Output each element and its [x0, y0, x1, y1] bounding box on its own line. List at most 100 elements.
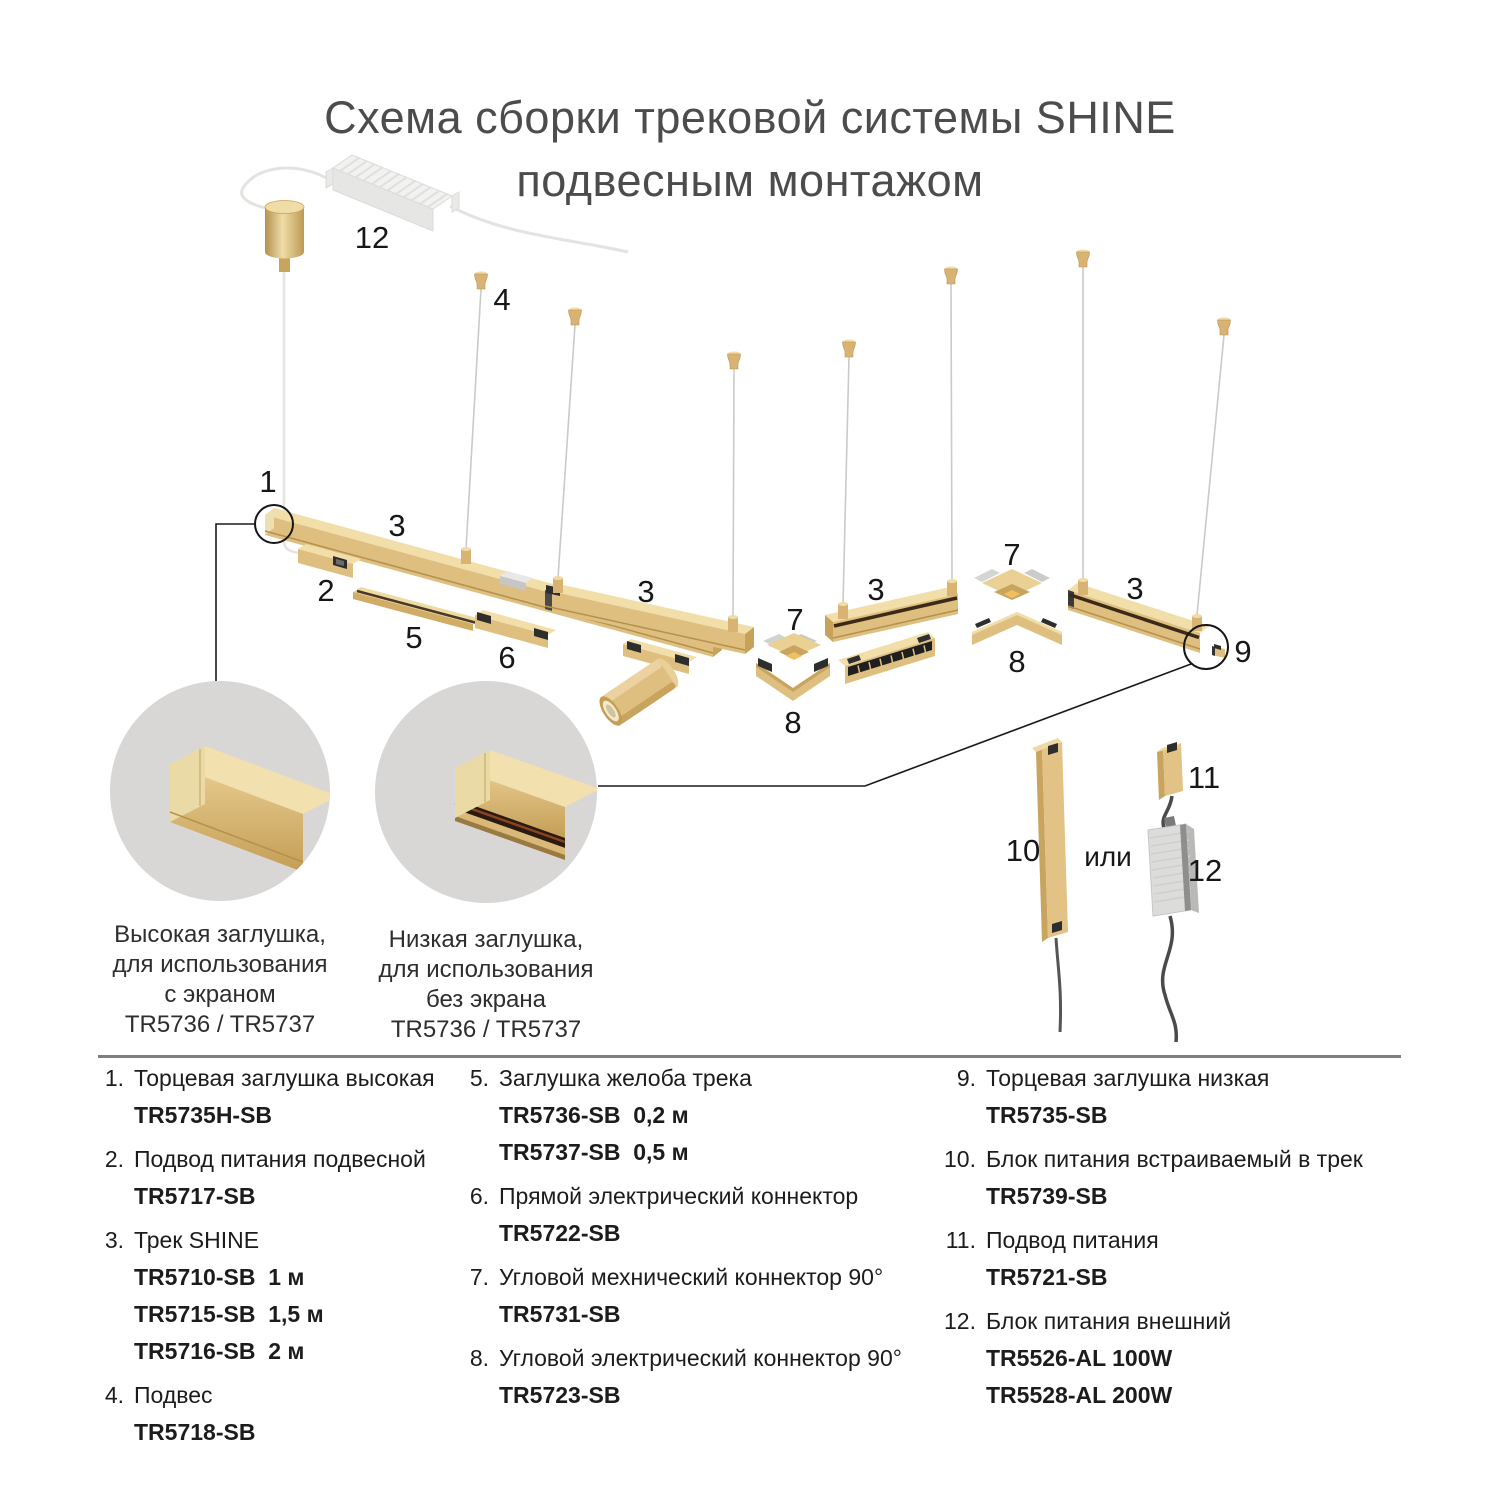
legend-item-code: TR5736-SB 0,2 м [499, 1102, 689, 1128]
caption-line: TR5736 / TR5737 [124, 1011, 316, 1038]
legend-item-label: Прямой электрический коннектор [499, 1183, 859, 1209]
part-label-3: 3 [867, 572, 884, 607]
legend-item-number: 1. [104, 1065, 124, 1091]
legend-item: 2. Подвод питания подвесной TR5717-SB [90, 1141, 460, 1215]
in-track-psu [1032, 738, 1068, 1033]
part-label-1: 1 [259, 464, 276, 499]
legend-item-code: TR5715-SB 1,5 м [134, 1301, 324, 1327]
high-cap-caption: Высокая заглушка, для использования с эк… [90, 920, 350, 1040]
part-label-5: 5 [405, 620, 422, 655]
legend-item-code: TR5526-AL 100W [986, 1345, 1173, 1371]
legend-item-label: Блок питания внешний [986, 1308, 1232, 1334]
leader-line-9 [598, 663, 1192, 787]
legend-item-number: 2. [104, 1146, 124, 1172]
caption-line: с экраном [164, 981, 276, 1008]
legend-item-code: TR5735-SB [986, 1102, 1108, 1128]
legend-item-number: 8. [469, 1345, 489, 1371]
legend-column-3: 9. Торцевая заглушка низкая TR5735-SB 10… [930, 1060, 1410, 1421]
legend-item-label: Угловой мехнический коннектор 90° [499, 1264, 884, 1290]
detail-circle-low-cap [375, 681, 597, 903]
external-psu-bottom [1147, 816, 1199, 1043]
legend-item-label: Подвод питания [986, 1227, 1159, 1253]
leader-line-1 [215, 523, 255, 681]
suspension-cap [568, 307, 582, 326]
legend-column-2: 5. Заглушка желоба трека TR5736-SB 0,2 м… [455, 1060, 915, 1421]
external-psu-top [240, 154, 629, 254]
legend-item: 12. Блок питания внешний TR5526-AL 100W … [930, 1303, 1410, 1414]
caption-line: без экрана [425, 986, 546, 1013]
legend-divider [98, 1055, 1401, 1058]
legend-item-label: Подвес [134, 1382, 213, 1408]
suspension-cap [842, 339, 856, 358]
legend-item-number: 5. [469, 1065, 489, 1091]
legend-item: 6. Прямой электрический коннектор TR5722… [455, 1178, 915, 1252]
legend-item-code: TR5722-SB [499, 1220, 621, 1246]
legend-item-label: Блок питания встраиваемый в трек [986, 1146, 1363, 1172]
legend-item-code: TR5723-SB [499, 1382, 621, 1408]
legend-item-code: TR5735H-SB [134, 1102, 273, 1128]
legend-item-code: TR5717-SB [134, 1183, 256, 1209]
straight-electrical-connector [475, 610, 556, 648]
legend-item: 1. Торцевая заглушка высокая TR5735H-SB [90, 1060, 460, 1134]
legend-item-code: TR5731-SB [499, 1301, 621, 1327]
legend-item: 9. Торцевая заглушка низкая TR5735-SB [930, 1060, 1410, 1134]
assembly-diagram: 1 12 4 2 3 3 3 3 5 6 7 8 7 8 9 10 или 11… [110, 154, 1252, 1043]
legend-item-number: 4. [104, 1382, 124, 1408]
part-label-4: 4 [493, 282, 510, 317]
legend-item-number: 7. [469, 1264, 489, 1290]
legend-item-code: TR5739-SB [986, 1183, 1108, 1209]
round-spotlight [599, 639, 697, 726]
page-subtitle: подвесным монтажом [516, 155, 984, 206]
legend-item: 7. Угловой мехнический коннектор 90° TR5… [455, 1259, 915, 1333]
part-label-12: 12 [355, 220, 389, 255]
end-cap-low-piece [1212, 644, 1225, 658]
suspension-cap [727, 351, 741, 370]
straight-mechanical-connector [500, 571, 533, 591]
legend-item-code: TR5528-AL 200W [986, 1382, 1173, 1408]
track-segment-d [1067, 583, 1209, 653]
part-label-8: 8 [1008, 644, 1025, 679]
legend-item: 3. Трек SHINE TR5710-SB 1 м TR5715-SB 1,… [90, 1222, 460, 1370]
legend-item: 5. Заглушка желоба трека TR5736-SB 0,2 м… [455, 1060, 915, 1171]
legend-item: 10. Блок питания встраиваемый в трек TR5… [930, 1141, 1410, 1215]
legend-item: 4. Подвес TR5718-SB [90, 1377, 460, 1451]
legend-item-number: 3. [104, 1227, 124, 1253]
linear-spotlight [838, 632, 935, 684]
legend-item-code: TR5710-SB 1 м [134, 1264, 305, 1290]
low-cap-caption: Низкая заглушка, для использования без э… [356, 925, 616, 1045]
detail-circle-high-cap [110, 681, 330, 901]
corner-electrical-connector-top [972, 612, 1062, 645]
corner-mechanical-connector-left [763, 633, 821, 660]
legend-item-label: Заглушка желоба трека [499, 1065, 752, 1091]
corner-mechanical-connector-top [974, 569, 1050, 600]
part-label-3: 3 [637, 574, 654, 609]
part-label-11: 11 [1188, 760, 1220, 795]
legend-item-number: 10. [944, 1146, 976, 1172]
or-label: или [1084, 841, 1132, 872]
legend-item-number: 11. [945, 1227, 976, 1253]
caption-line: для использования [378, 956, 594, 983]
part-label-12: 12 [1188, 853, 1222, 888]
legend-column-1: 1. Торцевая заглушка высокая TR5735H-SB … [90, 1060, 460, 1458]
part-label-3: 3 [1126, 571, 1143, 606]
suspension-cables [465, 267, 1225, 619]
suspension-caps [474, 249, 1231, 370]
legend-item-label: Угловой электрический коннектор 90° [499, 1345, 902, 1371]
legend-item-number: 6. [469, 1183, 489, 1209]
legend-item-code: TR5721-SB [986, 1264, 1108, 1290]
suspension-cap [944, 266, 958, 285]
legend-item-label: Торцевая заглушка высокая [134, 1065, 435, 1091]
legend-item-number: 9. [956, 1065, 976, 1091]
caption-line: TR5736 / TR5737 [390, 1016, 582, 1043]
legend-item-code: TR5737-SB 0,5 м [499, 1139, 689, 1165]
track-stems [461, 547, 1202, 632]
pendant-power-feed [298, 544, 361, 578]
legend-item-code: TR5716-SB 2 м [134, 1338, 305, 1364]
track-segment-c [825, 587, 959, 642]
legend-item-label: Трек SHINE [134, 1227, 260, 1253]
psu-fins [339, 157, 448, 208]
part-label-2: 2 [317, 573, 334, 608]
callout-circle-9 [1183, 624, 1229, 670]
part-label-3: 3 [388, 508, 405, 543]
